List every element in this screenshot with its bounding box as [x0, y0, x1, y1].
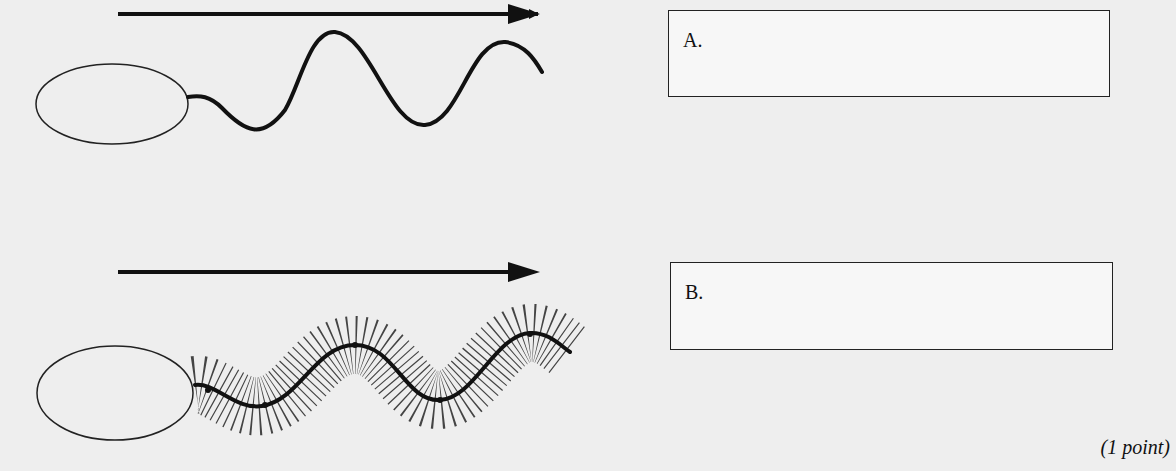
cell-body	[36, 64, 188, 144]
hair-bases	[205, 331, 533, 408]
box-label: A.	[683, 29, 702, 52]
direction-arrow	[118, 270, 512, 274]
flagellum	[188, 32, 542, 129]
arrow-head	[508, 262, 540, 282]
point-note: (1 point)	[1101, 436, 1170, 459]
answer-box: B.	[670, 262, 1113, 350]
flagellum	[195, 333, 570, 406]
box-label: B.	[685, 281, 703, 304]
mastigonemes	[195, 333, 570, 406]
arrow-head	[508, 4, 540, 24]
cell-body	[37, 346, 193, 440]
direction-arrow	[118, 12, 538, 16]
answer-box: A.	[668, 10, 1110, 97]
